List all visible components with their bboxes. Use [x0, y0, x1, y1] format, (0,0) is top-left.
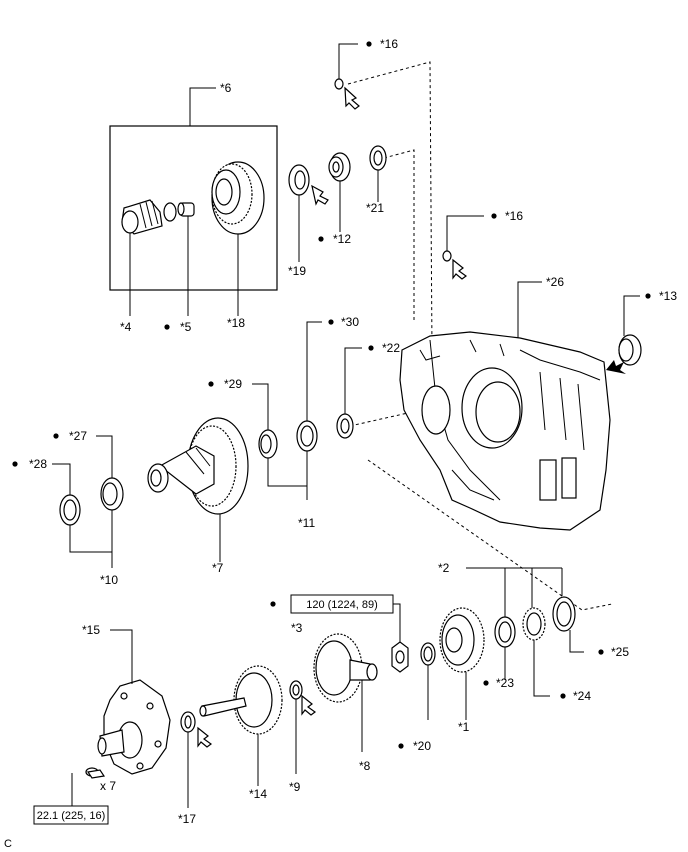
part-labels: *16 *6 *21 *16 *12 *19 *26 *13 *4 *5 *18…	[4, 37, 677, 850]
part-19-oil-seal	[288, 164, 329, 262]
part-11-bracket	[267, 451, 308, 500]
part-7-differential	[147, 417, 249, 562]
label-p1: *1	[458, 720, 470, 734]
label-p20: *20	[413, 739, 431, 753]
part-21-shim	[369, 145, 387, 202]
label-p6: *6	[220, 81, 232, 95]
part-3-lock-nut	[391, 603, 409, 673]
part-1-gear	[439, 607, 485, 720]
label-p16a: *16	[380, 37, 398, 51]
part-28-bearing-race	[52, 463, 81, 526]
part-16b-plug	[442, 215, 484, 280]
part-13-oil-seal	[606, 295, 642, 374]
part-8-counter-drive-gear	[313, 633, 378, 752]
part-17-oil-seal	[180, 711, 213, 808]
part-15-oil-pump	[97, 629, 171, 775]
bullet-dots	[12, 41, 651, 749]
part-6-group-box	[109, 125, 278, 291]
label-p17: *17	[178, 812, 196, 826]
label-p24: *24	[573, 689, 591, 703]
label-p3: *3	[291, 621, 303, 635]
label-p10: *10	[100, 573, 118, 587]
part-4-pinion-gear	[121, 199, 177, 316]
label-p9: *9	[289, 780, 301, 794]
label-p12: *12	[333, 232, 351, 246]
label-p22: *22	[382, 341, 400, 355]
part-10-bracket	[69, 510, 113, 568]
label-p29: *29	[224, 377, 242, 391]
part-27-bearing	[96, 435, 124, 511]
part-30-bearing-race	[296, 321, 322, 452]
part-20-snap-ring	[420, 642, 436, 720]
part-18-gear	[211, 161, 265, 316]
label-p30: *30	[341, 315, 359, 329]
label-p26: *26	[546, 275, 564, 289]
corner-letter: C	[4, 838, 12, 850]
torque-box-ring-gear: 120 (1224, 89)	[290, 594, 394, 614]
label-p14: *14	[249, 787, 267, 801]
label-p5: *5	[180, 320, 192, 334]
part-2-bracket	[466, 567, 563, 620]
torque-spec-ring-gear: 120 (1224, 89)	[306, 599, 378, 611]
label-p16b: *16	[505, 209, 523, 223]
part-22-shim	[336, 347, 362, 439]
label-p7: *7	[212, 561, 224, 575]
label-p18: *18	[227, 316, 245, 330]
part-12-bearing	[328, 152, 351, 232]
part-9-bearing	[289, 680, 317, 774]
torque-spec-pump: 22.1 (225, 16)	[37, 810, 106, 822]
pump-bolt	[71, 767, 106, 806]
part-23-bearing	[494, 616, 516, 680]
part-24-snap-ring	[522, 607, 550, 697]
label-p8: *8	[359, 759, 371, 773]
label-p2: *2	[438, 561, 450, 575]
part-29-bearing	[252, 383, 278, 459]
label-p15: *15	[82, 623, 100, 637]
part-16a-plug	[334, 43, 360, 110]
label-p13: *13	[659, 289, 677, 303]
torque-box-pump: 22.1 (225, 16)	[33, 805, 109, 825]
part-14-driven-gear	[199, 665, 283, 786]
part-5-bushing	[177, 202, 195, 316]
part-25-oil-seal	[552, 596, 584, 653]
label-p11: *11	[298, 516, 315, 530]
label-p23: *23	[496, 676, 514, 690]
bolt-quantity: x 7	[100, 779, 116, 793]
part-26-transaxle-case	[399, 281, 611, 531]
label-p28: *28	[29, 457, 47, 471]
label-p19: *19	[288, 264, 306, 278]
label-p25: *25	[611, 645, 629, 659]
label-p21: *21	[366, 201, 384, 215]
label-p4: *4	[120, 320, 132, 334]
label-p27: *27	[69, 429, 87, 443]
